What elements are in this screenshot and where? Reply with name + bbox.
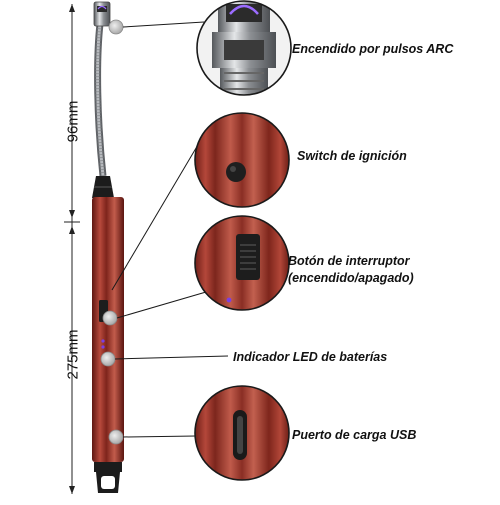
marker-dots [100,19,124,445]
marker-arc [108,19,124,35]
zoom-arc-head [196,0,292,96]
dimension-label-top: 96mm [64,100,82,143]
callout-power-button-line2: (encendido/apagado) [288,271,414,285]
marker-usb [108,429,124,445]
callout-power-button-line1: Botón de interruptor [288,254,410,268]
callout-battery-led: Indicador LED de baterías [233,350,388,364]
callout-ignition-switch: Switch de ignición [297,149,407,163]
callout-power-button: Botón de interruptor (encendido/apagado) [288,253,414,287]
marker-button [102,310,118,326]
zoom-usb-port [194,385,290,481]
lighter-handle [92,197,124,493]
leader-lines [111,21,229,438]
dimension-label-bottom: 275mm [64,329,82,380]
dimension-lines [64,4,80,494]
marker-led [100,351,116,367]
zoom-ignition-switch [194,112,290,208]
lighter-head [93,1,111,27]
zoom-power-button [194,215,290,311]
callout-usb-port: Puerto de carga USB [292,428,417,442]
lighter-collar [92,176,114,198]
lighter-neck [94,23,107,177]
callout-arc-ignition: Encendido por pulsos ARC [292,42,454,56]
